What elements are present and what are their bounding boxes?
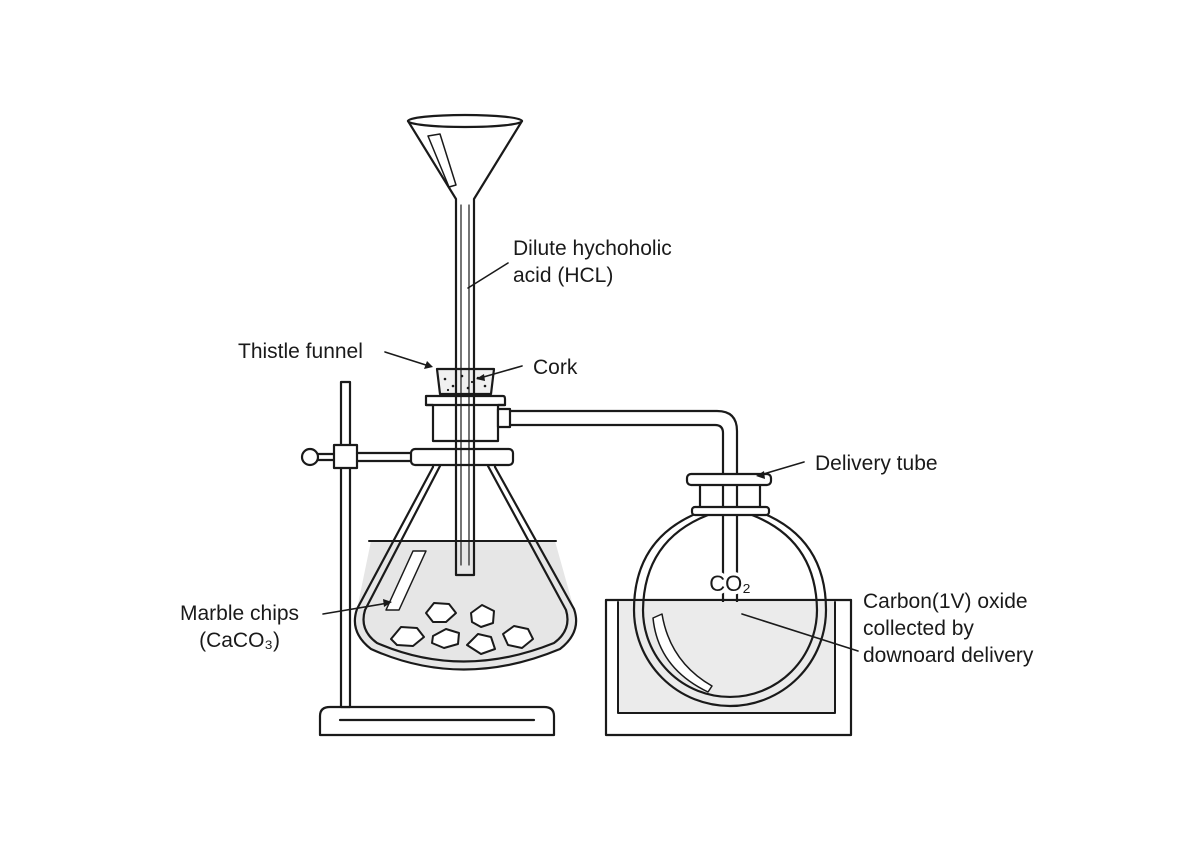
delivery-tube-label: Delivery tube [815, 452, 938, 475]
cork-speckles [443, 374, 487, 392]
acid-leader [467, 262, 509, 289]
leader-arrowheads [383, 361, 765, 607]
marble-label: Marble chips (CaCO₃) [180, 600, 299, 654]
collected-label-line2: collected by [863, 617, 974, 640]
cork [435, 367, 496, 396]
collected-label-line3: downoard delivery [863, 644, 1034, 667]
marble-label-line1: Marble chips [180, 602, 300, 625]
leader-lines [322, 262, 859, 652]
collected-leader [741, 613, 859, 652]
marble-label-line2: (CaCO₃) [199, 629, 280, 652]
acid-label: Dilute hychoholic acid (HCL) [513, 235, 672, 289]
thistle-funnel-label: Thistle funnel [238, 340, 363, 363]
gas-jar [632, 472, 828, 708]
retort-stand [318, 380, 556, 737]
acid-label-line1: Dilute hychoholic [513, 237, 672, 260]
cork-leader [479, 365, 523, 379]
delivery-tube-leader [759, 461, 805, 476]
cork-label: Cork [533, 356, 578, 379]
conical-flask [353, 463, 578, 671]
acid-label-line2: acid (HCL) [513, 264, 614, 287]
thistle-funnel-leader [384, 351, 430, 367]
clamp [300, 443, 515, 470]
collected-label-line1: Carbon(1V) oxide [863, 590, 1028, 613]
co2-label: CO₂ [709, 571, 751, 596]
collected-label: Carbon(1V) oxide collected by downoard d… [863, 588, 1033, 669]
marble-chips [390, 602, 534, 655]
marble-leader [322, 602, 389, 615]
thistle-funnel [406, 113, 524, 577]
flask-neck [424, 394, 507, 443]
